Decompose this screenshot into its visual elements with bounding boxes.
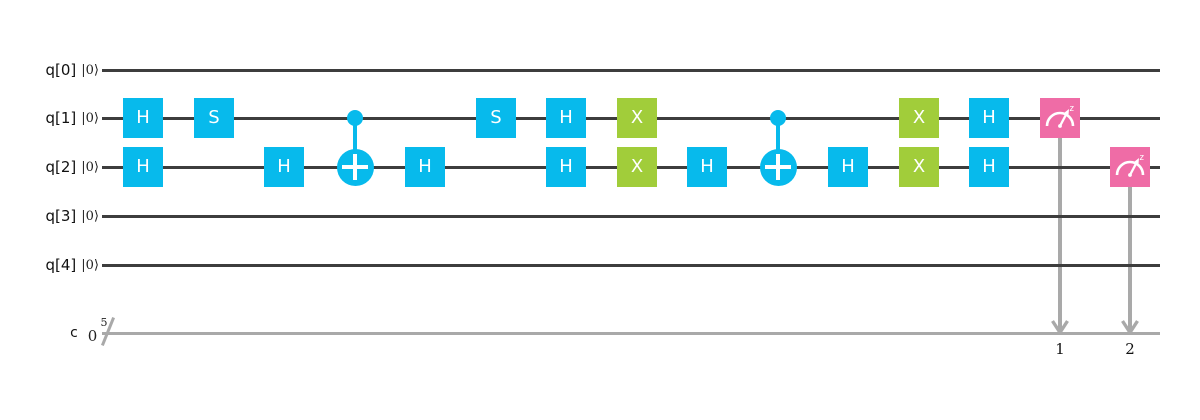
cnot-connector [776, 118, 780, 167]
classical-initial-state: 0 [87, 327, 98, 345]
bundle-count-label: 5 [100, 315, 108, 329]
gate-h: H [123, 98, 163, 138]
bit-index-label: 2 [1125, 340, 1135, 358]
gate-h: H [264, 147, 304, 187]
wire-label: q[1]|0⟩ [0, 107, 99, 129]
ket-initial-state-label: |0⟩ [81, 159, 99, 175]
ket-initial-state-label: |0⟩ [81, 110, 99, 126]
cnot-target-icon [336, 148, 374, 186]
arrowhead-icon [1121, 320, 1139, 336]
gate-x: X [899, 147, 939, 187]
measure-gate: z [1110, 147, 1150, 187]
ket-initial-state-label: |0⟩ [81, 62, 99, 78]
bit-index-label: 1 [1055, 340, 1065, 358]
measure-icon: z [1045, 104, 1075, 128]
gate-x: X [899, 98, 939, 138]
gate-h: H [546, 98, 586, 138]
gate-h: H [687, 147, 727, 187]
measure-basis-label: z [1070, 104, 1075, 114]
cnot-connector [353, 118, 357, 167]
gate-h: H [123, 147, 163, 187]
classical-wire [102, 331, 1160, 335]
arrowhead-icon [1051, 320, 1069, 336]
gate-x: X [617, 98, 657, 138]
cnot-plus-horizontal [342, 165, 368, 169]
measure-arrow-stem [1128, 187, 1132, 330]
register-label: q[4] [45, 256, 77, 274]
wire-label: q[4]|0⟩ [0, 254, 99, 276]
measure-arrowhead [1050, 319, 1070, 336]
register-label: q[3] [45, 207, 77, 225]
register-label: q[1] [45, 109, 77, 127]
gate-h: H [546, 147, 586, 187]
wire-label: q[0]|0⟩ [0, 59, 99, 81]
register-label: q[2] [45, 158, 77, 176]
measure-basis-label: z [1140, 153, 1145, 163]
classical-register-label: c [70, 325, 78, 341]
gate-h: H [828, 147, 868, 187]
gate-s: S [476, 98, 516, 138]
measure-arrowhead [1120, 319, 1140, 336]
cnot-control-dot [770, 110, 786, 126]
gate-h: H [405, 147, 445, 187]
gate-h: H [969, 98, 1009, 138]
gate-x: X [617, 147, 657, 187]
measure-icon: z [1115, 153, 1145, 177]
measure-arrow-stem [1058, 138, 1062, 330]
cnot-target-icon [759, 148, 797, 186]
register-label: q[0] [45, 61, 77, 79]
quantum-wire [102, 263, 1160, 267]
wire-label: q[2]|0⟩ [0, 156, 99, 178]
wire-label: q[3]|0⟩ [0, 205, 99, 227]
quantum-wire [102, 68, 1160, 72]
ket-initial-state-label: |0⟩ [81, 208, 99, 224]
gate-h: H [969, 147, 1009, 187]
cnot-control-dot [347, 110, 363, 126]
measure-gate: z [1040, 98, 1080, 138]
ket-initial-state-label: |0⟩ [81, 257, 99, 273]
quantum-wire [102, 214, 1160, 218]
gate-s: S [194, 98, 234, 138]
cnot-plus-horizontal [765, 165, 791, 169]
